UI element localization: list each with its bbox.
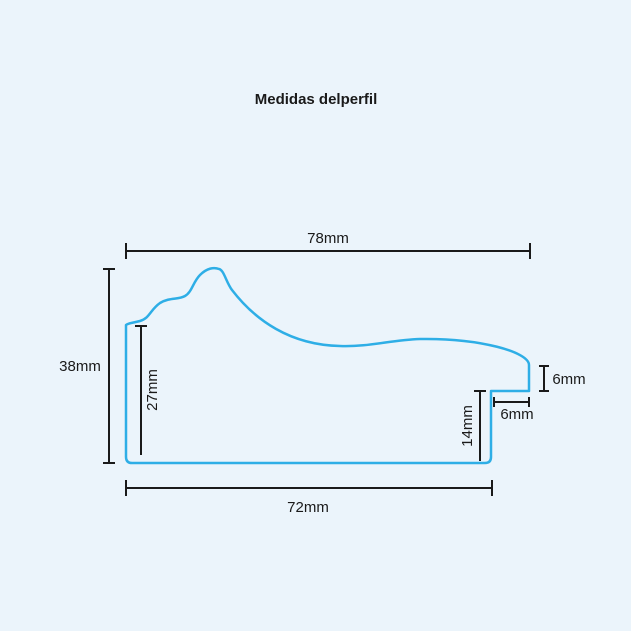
label-rebate-height: 14mm — [459, 405, 476, 447]
label-bottom-width: 72mm — [287, 499, 329, 516]
label-rebate-width: 6mm — [500, 406, 533, 423]
dimension-total-height: 38mm — [59, 268, 115, 464]
dimension-lip-height: 6mm — [539, 365, 586, 392]
label-inner-height: 27mm — [144, 369, 161, 411]
label-lip-height: 6mm — [552, 371, 585, 388]
dimension-rebate-width: 6mm — [493, 397, 534, 423]
dimension-rebate-height: 14mm — [459, 390, 486, 461]
dimension-bottom-width: 72mm — [125, 480, 493, 516]
label-total-height: 38mm — [59, 358, 101, 375]
diagram-title: Medidas delperfil — [255, 91, 378, 108]
dimension-inner-height: 27mm — [135, 325, 161, 455]
dimension-top-width: 78mm — [125, 230, 531, 259]
frame-profile-outline — [124, 266, 531, 465]
label-top-width: 78mm — [307, 230, 349, 247]
